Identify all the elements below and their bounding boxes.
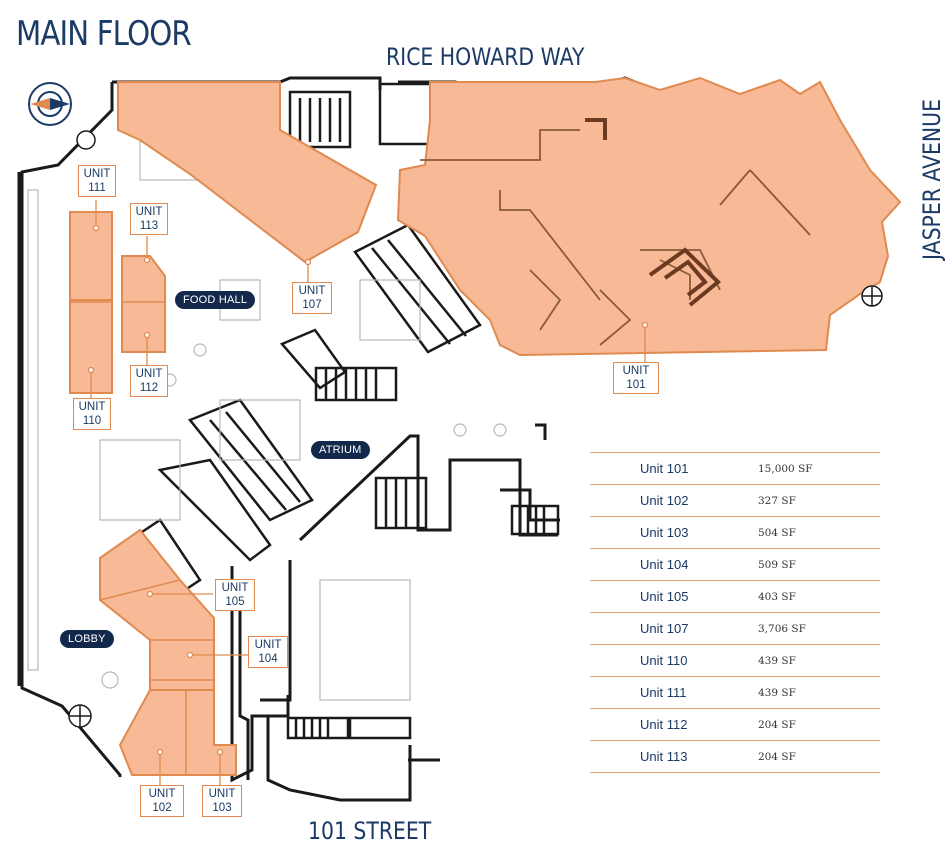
unit-name: Unit 112	[640, 717, 688, 732]
street-label-south: 101 STREET	[308, 817, 432, 845]
unit-size: 3,706 SF	[758, 622, 806, 635]
unit-label-103: UNIT 103	[202, 785, 242, 817]
unit-label-110: UNIT 110	[73, 398, 111, 430]
unit-105-104-area	[99, 528, 215, 691]
unit-size: 439 SF	[758, 654, 796, 667]
unit-size: 204 SF	[758, 718, 796, 731]
table-row: Unit 101 15,000 SF	[590, 452, 880, 485]
table-row: Unit 110 439 SF	[590, 645, 880, 677]
unit-name: Unit 101	[640, 461, 689, 476]
unit-divisions	[70, 301, 214, 775]
area-label-food-hall: FOOD HALL	[175, 291, 256, 309]
table-row: Unit 112 204 SF	[590, 709, 880, 741]
furniture-outlines	[27, 139, 507, 701]
unit-label-101: UNIT 101	[613, 362, 659, 394]
area-label-lobby: LOBBY	[60, 630, 114, 648]
unit-size: 204 SF	[758, 750, 796, 763]
compass-icon	[28, 82, 72, 126]
table-row: Unit 103 504 SF	[590, 517, 880, 549]
table-row: Unit 111 439 SF	[590, 677, 880, 709]
table-row: Unit 104 509 SF	[590, 549, 880, 581]
unit-label-102: UNIT 102	[140, 785, 184, 817]
unit-label-112: UNIT 112	[130, 365, 168, 397]
unit-size: 15,000 SF	[758, 462, 813, 475]
unit-name: Unit 111	[640, 685, 687, 700]
table-row: Unit 102 327 SF	[590, 485, 880, 517]
unit-name: Unit 102	[640, 493, 689, 508]
unit-label-113: UNIT 113	[130, 203, 168, 235]
unit-label-111: UNIT 111	[78, 165, 116, 197]
unit-label-105: UNIT 105	[215, 579, 255, 611]
table-row: Unit 113 204 SF	[590, 741, 880, 773]
unit-size: 439 SF	[758, 686, 796, 699]
unit-size: 504 SF	[758, 526, 796, 539]
unit-name: Unit 107	[640, 621, 689, 636]
unit-name: Unit 113	[640, 749, 688, 764]
unit-size: 327 SF	[758, 494, 796, 507]
table-row: Unit 107 3,706 SF	[590, 613, 880, 645]
unit-name: Unit 110	[640, 653, 688, 668]
stair-cores	[128, 82, 560, 740]
unit-102-103-area	[118, 689, 237, 776]
unit-113-area	[121, 255, 166, 353]
unit-111-area	[69, 211, 113, 301]
unit-name: Unit 104	[640, 557, 689, 572]
unit-101-area	[396, 76, 902, 357]
unit-size-table: Unit 101 15,000 SF Unit 102 327 SF Unit 10…	[590, 452, 880, 773]
table-row: Unit 105 403 SF	[590, 581, 880, 613]
area-label-atrium: ATRIUM	[311, 441, 370, 459]
street-label-north: RICE HOWARD WAY	[386, 43, 585, 71]
unit-name: Unit 105	[640, 589, 689, 604]
revolving-door-icons	[68, 130, 883, 728]
unit-label-107: UNIT 107	[292, 282, 332, 314]
unit-leader-dots	[87, 224, 649, 756]
unit-leader-lines	[90, 200, 646, 785]
leasable-units	[69, 76, 902, 776]
unit-101-interior-walls	[420, 129, 811, 346]
unit-label-104: UNIT 104	[248, 636, 288, 668]
unit-name: Unit 103	[640, 525, 689, 540]
unit-101-feature-stair	[585, 118, 722, 307]
unit-107-area	[117, 81, 378, 264]
unit-size: 509 SF	[758, 558, 796, 571]
unit-size: 403 SF	[758, 590, 796, 603]
page-title: MAIN FLOOR	[16, 14, 192, 54]
